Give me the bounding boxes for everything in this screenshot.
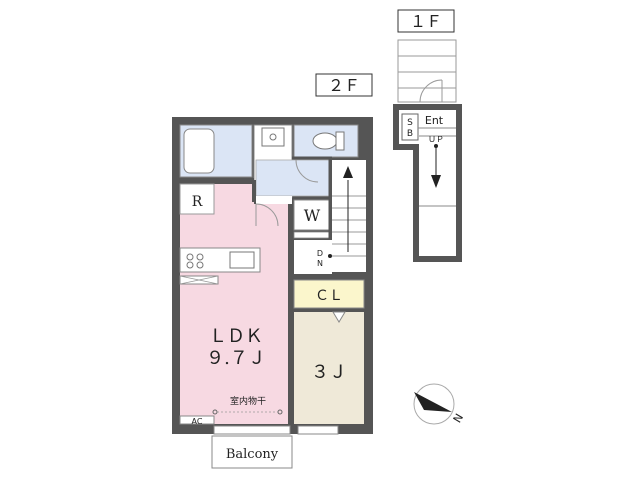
entrance-label: Ent — [425, 114, 444, 127]
stair-arrow-head — [343, 166, 353, 178]
closet-label: ＣＬ — [315, 288, 343, 304]
balcony-label: Balcony — [226, 447, 279, 462]
sink-icon — [229, 251, 255, 269]
shoe-box-label-s: S — [407, 118, 413, 128]
shoe-box — [401, 113, 419, 141]
stove-burner-icon — [186, 253, 194, 261]
closet — [293, 279, 365, 309]
refrigerator-label: R — [192, 194, 203, 210]
ldk-room — [180, 184, 290, 424]
aircon-unit — [179, 415, 215, 425]
walk-in-closet — [293, 199, 331, 231]
stair-down-d: D — [317, 249, 323, 258]
washbasin-icon — [261, 127, 285, 147]
stair-up-label: ＵＰ — [428, 135, 444, 144]
stairs-2f — [332, 160, 366, 272]
bathtub-icon — [183, 128, 215, 174]
first-floor-walls: S B Ent ＵＰ — [393, 104, 462, 262]
ldk-size: ９.７Ｊ — [206, 348, 266, 369]
shoe-box-label-b: B — [407, 129, 413, 139]
western-room — [294, 312, 364, 424]
aircon-label: AC — [192, 417, 203, 426]
toilet-icon — [312, 132, 338, 150]
refrigerator-space — [179, 183, 215, 215]
compass: N — [413, 383, 466, 425]
walk-in-label: W — [304, 206, 321, 225]
balcony — [211, 435, 293, 469]
corridor — [294, 240, 332, 276]
stair-down-n: N — [317, 259, 323, 268]
north-arrow-icon — [414, 392, 452, 412]
western-room-label: ３Ｊ — [311, 362, 347, 383]
first-floor-outline — [397, 39, 457, 103]
window-room — [297, 425, 339, 435]
indoor-drying-label: 室内物干 — [230, 395, 266, 407]
hallway — [255, 159, 331, 197]
floor-tag-1f: １Ｆ — [397, 9, 455, 33]
floor-tag-1f-text: １Ｆ — [410, 12, 442, 31]
window-ldk — [213, 425, 291, 435]
north-label: N — [451, 411, 466, 425]
ldk-name: ＬＤＫ — [209, 326, 263, 347]
floor-tag-2f-text: ２Ｆ — [328, 76, 360, 95]
floor-tag-2f: ２Ｆ — [315, 73, 373, 97]
